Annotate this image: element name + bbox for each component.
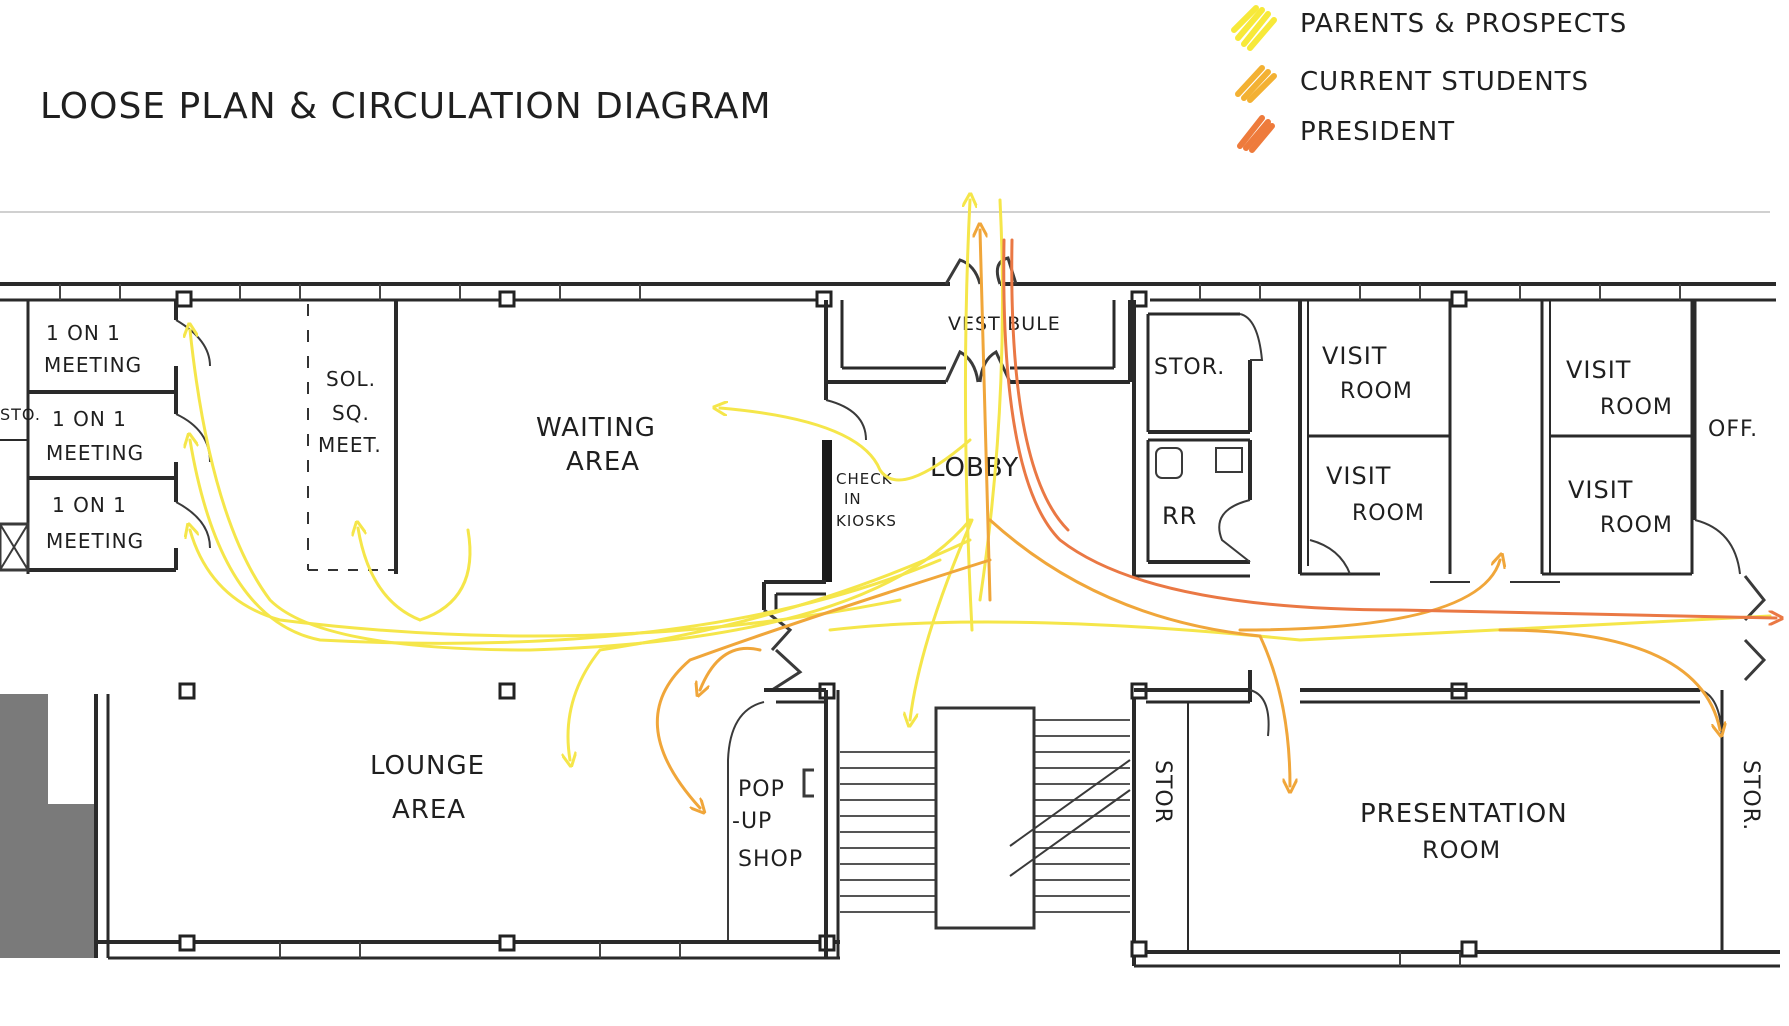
vestibule-walls bbox=[824, 256, 1132, 384]
label-visit-1b: ROOM bbox=[1340, 379, 1413, 404]
label-lobby: LOBBY bbox=[930, 453, 1019, 483]
path-parents-waiting bbox=[720, 408, 972, 482]
path-students-presentation bbox=[988, 518, 1290, 786]
label-visit-4a: VISIT bbox=[1568, 476, 1633, 504]
sol-sq-meeting-room bbox=[307, 300, 398, 574]
popup-shop-walls bbox=[727, 688, 840, 958]
path-students-entry bbox=[980, 230, 992, 602]
legend-label-president: PRESIDENT bbox=[1300, 117, 1455, 147]
structural-columns bbox=[175, 290, 1478, 958]
label-presentation-2: ROOM bbox=[1422, 836, 1501, 864]
path-parents-lounge bbox=[568, 538, 972, 760]
label-off: OFF. bbox=[1708, 417, 1758, 442]
label-presentation-1: PRESENTATION bbox=[1360, 799, 1568, 829]
label-popup-1: POP bbox=[738, 777, 785, 802]
path-parents-meeting3 bbox=[190, 530, 902, 638]
path-students-popup-2 bbox=[700, 646, 762, 690]
diagram-title: LOOSE PLAN & CIRCULATION DIAGRAM bbox=[40, 86, 772, 127]
label-visit-2a: VISIT bbox=[1566, 356, 1631, 384]
label-visit-3a: VISIT bbox=[1326, 462, 1391, 490]
label-popup-3: SHOP bbox=[738, 847, 803, 872]
circulation-parents-prospects bbox=[190, 200, 1772, 760]
label-meeting-2-a: 1 ON 1 bbox=[52, 407, 127, 431]
label-waiting-area-1: WAITING bbox=[536, 413, 656, 443]
label-stor-right: STOR. bbox=[1738, 760, 1763, 831]
legend-swatch-president bbox=[1237, 115, 1275, 153]
meeting-rooms bbox=[0, 300, 211, 574]
label-check-in-3: KIOSKS bbox=[836, 512, 897, 530]
label-stor-mid: STOR bbox=[1150, 760, 1175, 824]
path-parents-east bbox=[828, 614, 1772, 642]
label-visit-3b: ROOM bbox=[1352, 501, 1425, 526]
label-sol-sq-1: SOL. bbox=[326, 367, 376, 391]
label-sol-sq-3: MEET. bbox=[318, 433, 382, 457]
exterior-walls bbox=[0, 282, 1780, 968]
legend-label-parents: PARENTS & PROSPECTS bbox=[1300, 9, 1627, 39]
circulation-current-students bbox=[656, 230, 1720, 808]
label-visit-4b: ROOM bbox=[1600, 513, 1673, 538]
path-president-entry bbox=[1002, 238, 1776, 618]
check-in-kiosk-wall bbox=[762, 382, 867, 692]
label-meeting-2-b: MEETING bbox=[46, 441, 144, 465]
label-stor-top: STOR. bbox=[1154, 355, 1225, 380]
legend-swatch-parents bbox=[1231, 5, 1277, 51]
label-lounge-2: AREA bbox=[392, 795, 466, 825]
label-meeting-1-b: MEETING bbox=[44, 353, 142, 377]
label-lounge-1: LOUNGE bbox=[370, 751, 485, 781]
label-meeting-3-a: 1 ON 1 bbox=[52, 493, 127, 517]
circulation-president bbox=[1002, 238, 1776, 618]
path-president-entry-2 bbox=[1010, 238, 1070, 532]
legend-label-students: CURRENT STUDENTS bbox=[1300, 67, 1589, 97]
label-popup-2: -UP bbox=[732, 809, 772, 834]
path-parents-solsq bbox=[358, 528, 422, 622]
label-meeting-1-a: 1 ON 1 bbox=[46, 321, 121, 345]
path-students-east bbox=[1498, 628, 1720, 730]
central-staircase bbox=[840, 706, 1131, 930]
label-waiting-area-2: AREA bbox=[566, 447, 640, 477]
legend-swatch-students bbox=[1235, 65, 1277, 103]
presentation-room-walls bbox=[1134, 670, 1723, 950]
legend: PARENTS & PROSPECTS CURRENT STUDENTS PRE… bbox=[1231, 5, 1627, 153]
label-sto-left: STO. bbox=[0, 405, 41, 424]
path-students-visit bbox=[1238, 560, 1500, 632]
path-parents-entry bbox=[965, 200, 972, 632]
path-students-popup bbox=[656, 558, 992, 808]
right-top-rooms bbox=[1132, 300, 1767, 682]
label-meeting-3-b: MEETING bbox=[46, 529, 144, 553]
label-visit-2b: ROOM bbox=[1600, 395, 1673, 420]
label-sol-sq-2: SQ. bbox=[332, 401, 370, 425]
path-parents-waiting-loop bbox=[418, 528, 472, 622]
label-visit-1a: VISIT bbox=[1322, 342, 1387, 370]
label-check-in-2: IN bbox=[844, 490, 862, 508]
label-check-in-1: CHECK bbox=[836, 470, 893, 488]
label-rr: RR bbox=[1162, 502, 1197, 530]
path-parents-stairs bbox=[910, 518, 974, 720]
